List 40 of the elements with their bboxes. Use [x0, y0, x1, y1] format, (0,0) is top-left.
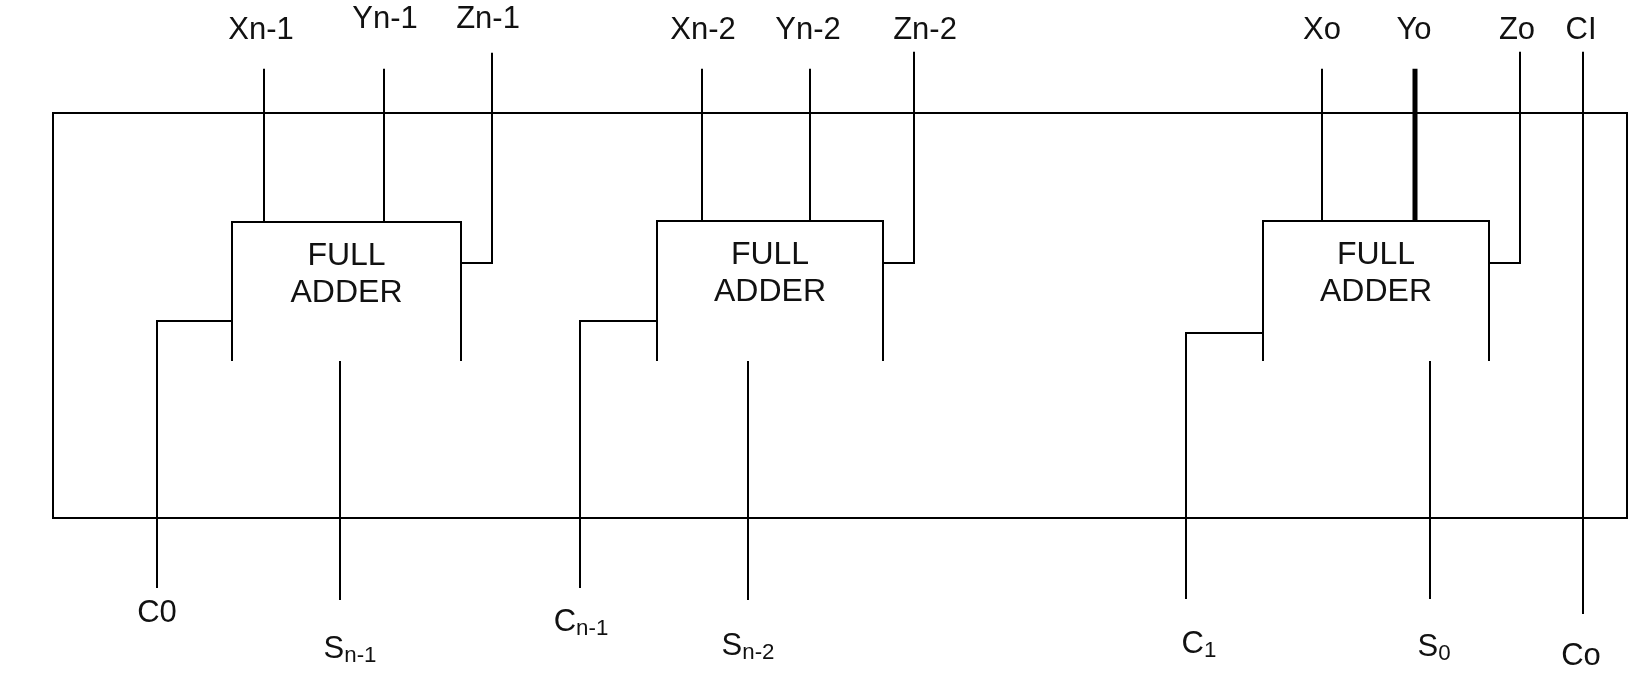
signal-wire [883, 50, 915, 264]
signal-wire [701, 67, 703, 221]
signal-wire [461, 51, 493, 264]
full-adder-block [656, 220, 884, 361]
signal-wire [1185, 332, 1263, 600]
signal-wire [809, 67, 811, 221]
signal-label: Zn-1 [456, 0, 520, 36]
signal-label: Co [1561, 637, 1601, 673]
signal-label: C$_{1}$ [1181, 625, 1217, 661]
block-title: FULL ADDER [289, 236, 404, 310]
signal-wire [1321, 67, 1323, 221]
signal-label: S$_{n-2}$ [721, 627, 775, 663]
signal-wire [1429, 360, 1431, 600]
signal-label: Yn-1 [352, 0, 418, 36]
signal-wire [339, 360, 341, 601]
signal-wire [156, 320, 232, 589]
signal-label: Yo [1396, 11, 1432, 47]
signal-label: Zo [1498, 11, 1536, 47]
block-title: FULL ADDER [713, 235, 827, 309]
signal-label: C$_{n-1}$ [553, 603, 609, 639]
full-adder-block [1262, 220, 1490, 361]
signal-label: C0 [137, 594, 177, 630]
signal-wire [1412, 68, 1418, 220]
signal-label: Xn-1 [228, 11, 294, 47]
signal-label: Xo [1303, 11, 1341, 47]
signal-label: S$_{0}$ [1417, 628, 1451, 664]
signal-wire [747, 360, 749, 601]
block-title: FULL ADDER [1319, 235, 1433, 309]
signal-label: Xn-2 [670, 11, 736, 47]
signal-wire [579, 320, 657, 589]
signal-wire [383, 67, 385, 222]
signal-wire [1489, 50, 1521, 264]
signal-label: Yn-2 [775, 11, 841, 47]
signal-wire [263, 67, 265, 222]
signal-label: Zn-2 [893, 11, 957, 47]
circuit-boundary [52, 112, 1628, 519]
full-adder-block [231, 221, 462, 361]
signal-label: S$_{n-1}$ [323, 630, 377, 666]
signal-label: CI [1565, 11, 1597, 47]
signal-wire [1582, 50, 1584, 615]
